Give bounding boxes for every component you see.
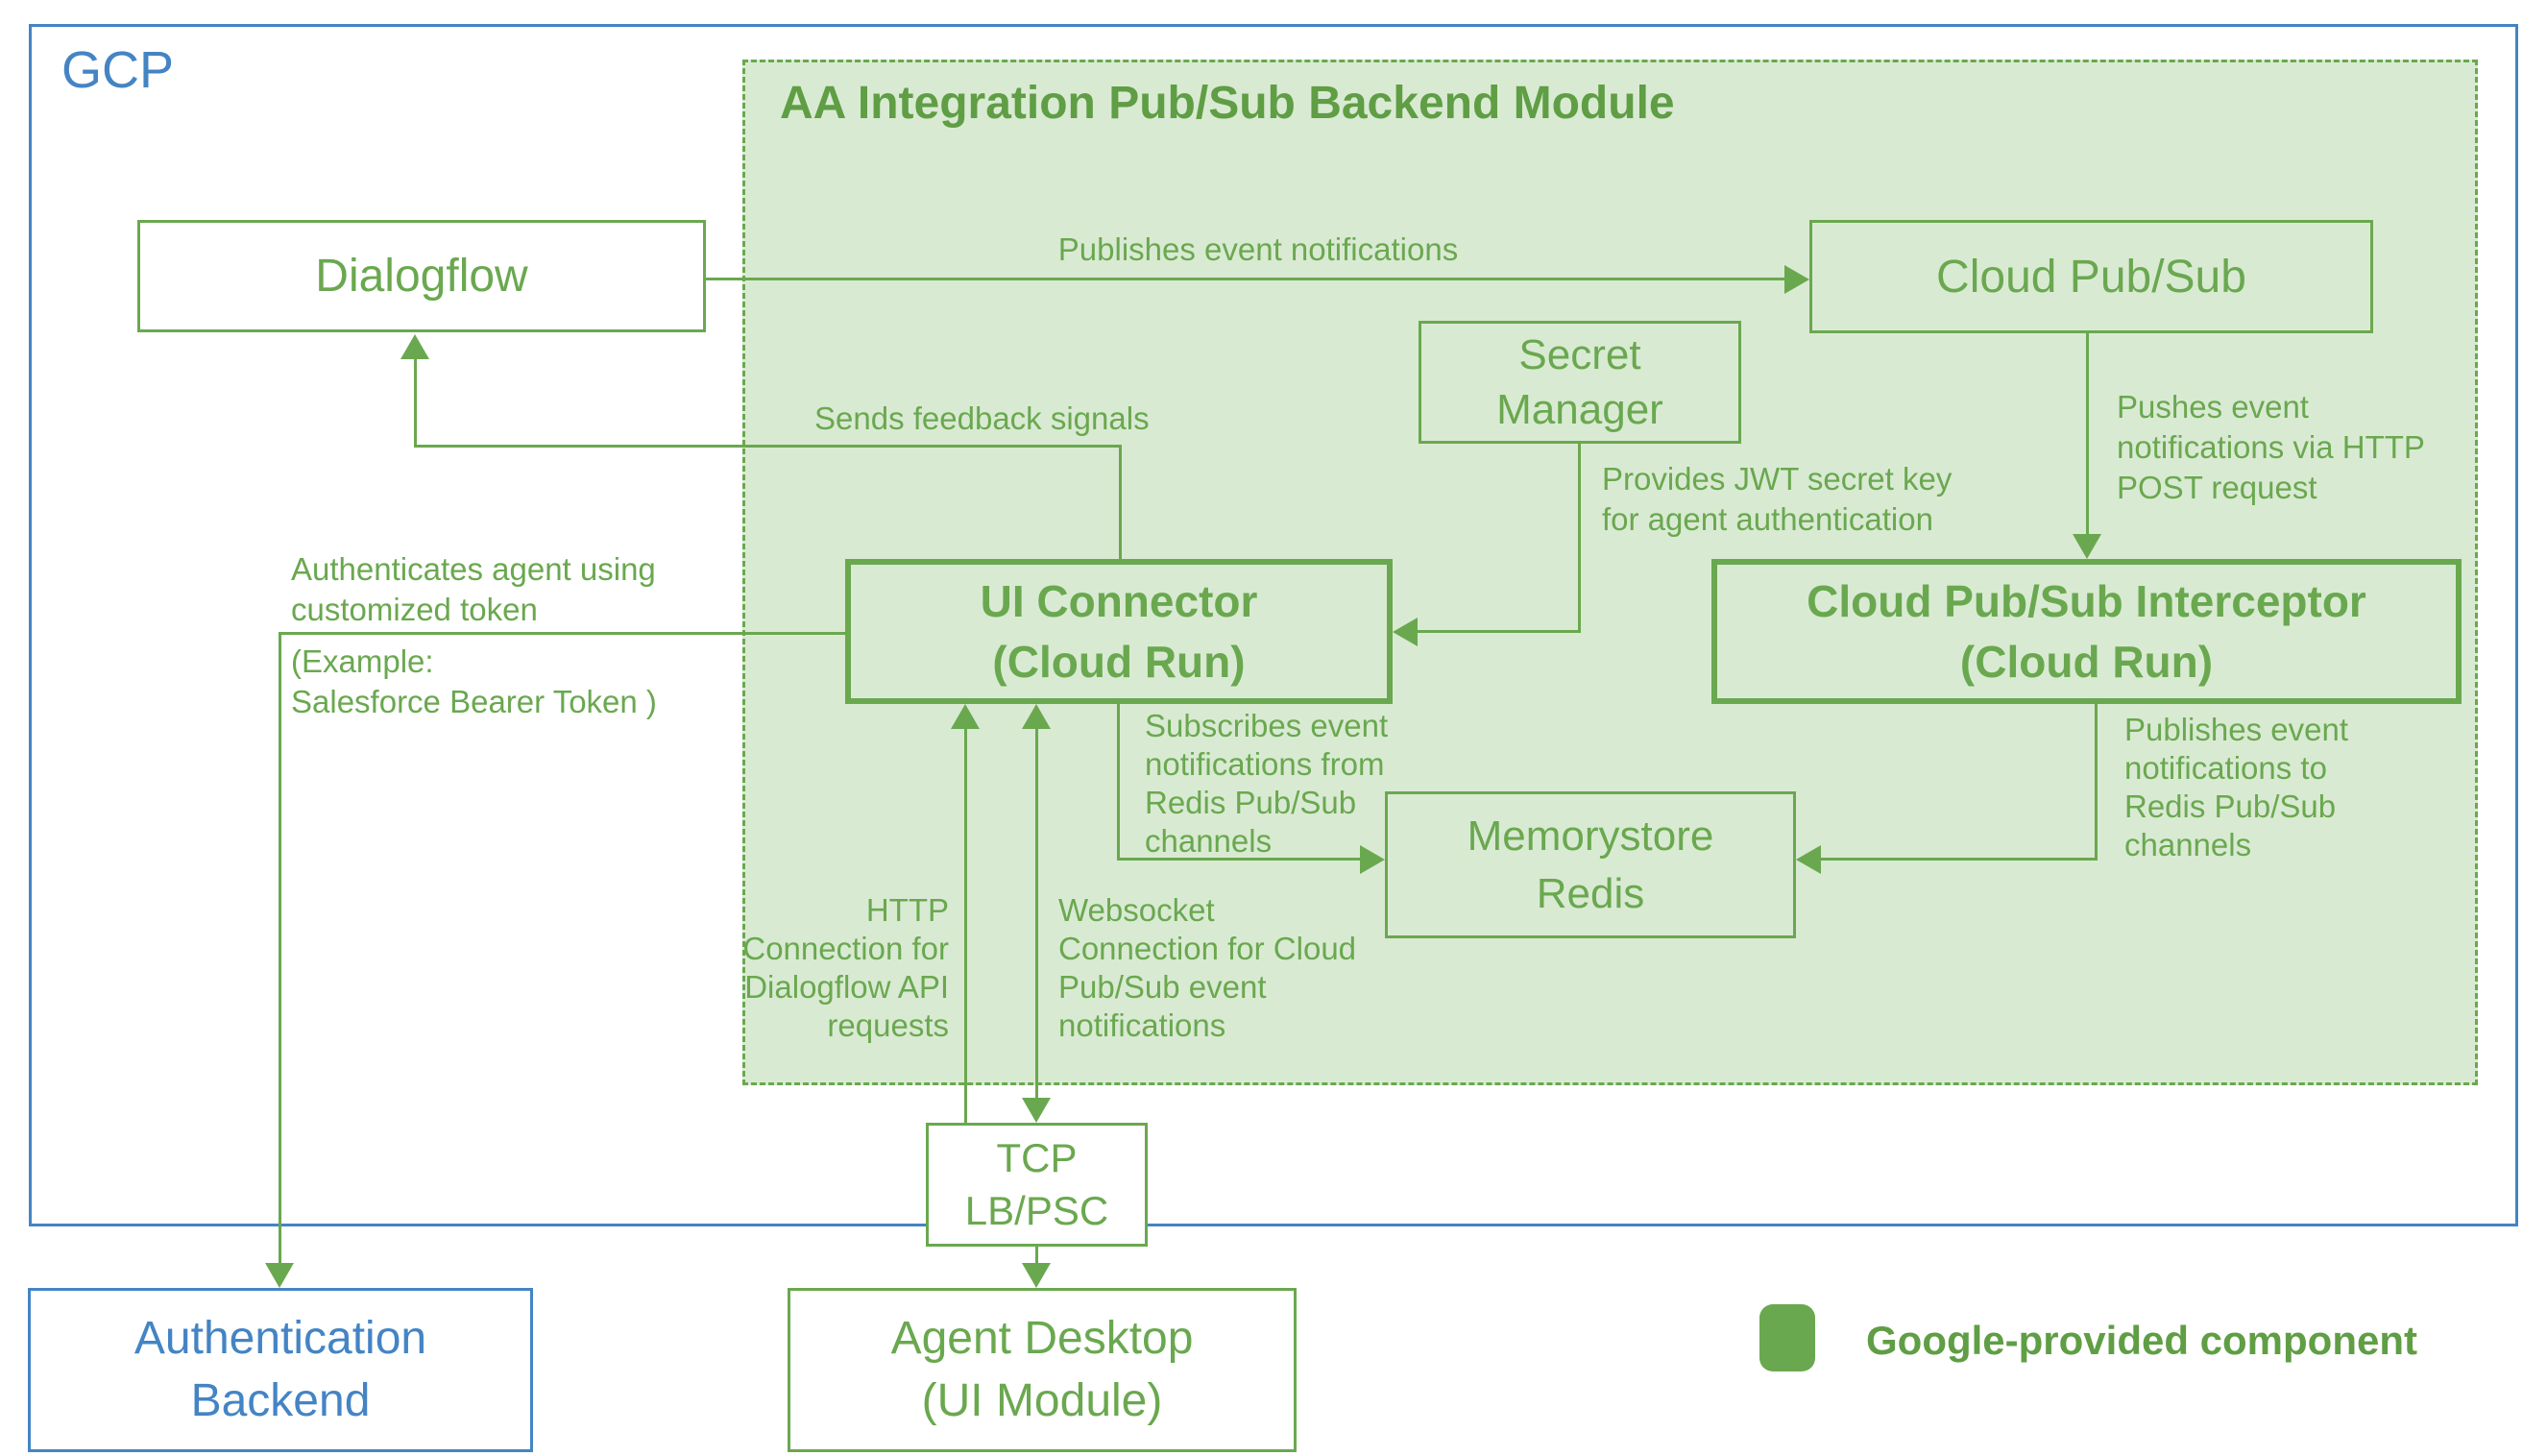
arrowhead-into-cloud-pubsub [1784, 265, 1809, 294]
edge-secret-vline [1578, 444, 1581, 632]
arrowhead-into-memorystore-left [1360, 845, 1385, 874]
edge-label-authenticates-bottom: (Example: Salesforce Bearer Token ) [291, 643, 657, 719]
node-memorystore-redis: Memorystore Redis [1385, 791, 1796, 938]
edge-label-provides-jwt: Provides JWT secret key for agent authen… [1602, 461, 1953, 537]
edge-label-publishes-redis: Publishes event notifications to Redis P… [2124, 712, 2348, 862]
node-dialogflow: Dialogflow [137, 220, 706, 332]
node-agent-desktop: Agent Desktop (UI Module) [788, 1288, 1297, 1452]
edge-publishes-line [706, 278, 1804, 280]
arrowhead-into-ui-connector-right [1393, 618, 1418, 646]
edge-label-feedback: Sends feedback signals [814, 400, 1150, 436]
edge-label-publishes: Publishes event notifications [1057, 231, 1459, 267]
pubsub-backend-module-region [742, 60, 2478, 1085]
node-secret-manager: Secret Manager [1419, 321, 1741, 444]
edge-publishes-redis-vline [2095, 704, 2098, 861]
arrowhead-websocket-down [1022, 1098, 1051, 1123]
edge-label-websocket: Websocket Connection for Cloud Pub/Sub e… [1058, 892, 1357, 1043]
gcp-label: GCP [61, 41, 175, 99]
edge-publishes-redis-hline [1821, 858, 2098, 861]
edge-feedback-hline [414, 445, 1122, 448]
edge-websocket-vline [1035, 729, 1038, 1098]
node-ui-connector: UI Connector (Cloud Run) [845, 559, 1393, 704]
node-tcp-lb-psc: TCP LB/PSC [926, 1123, 1148, 1247]
module-title: AA Integration Pub/Sub Backend Module [780, 78, 1675, 129]
gcp-boundary [29, 24, 2518, 1226]
arrowhead-into-auth-backend [265, 1263, 294, 1288]
arrowhead-into-memorystore-right [1796, 845, 1821, 874]
legend-google-component-label: Google-provided component [1866, 1318, 2417, 1363]
arrowhead-websocket-up [1022, 704, 1051, 729]
edge-secret-hline [1418, 630, 1581, 633]
arrowhead-http-into-ui-connector [951, 704, 980, 729]
arrowhead-into-interceptor [2073, 534, 2101, 559]
node-cloud-pubsub-interceptor: Cloud Pub/Sub Interceptor (Cloud Run) [1711, 559, 2462, 704]
edge-label-http: HTTP Connection for Dialogflow API reque… [742, 892, 949, 1043]
edge-auth-vline [279, 632, 281, 1265]
arrowhead-into-dialogflow [400, 334, 429, 359]
legend-google-component-swatch [1759, 1304, 1815, 1371]
arrowhead-into-agent-desktop [1022, 1263, 1051, 1288]
edge-feedback-drop [1119, 445, 1122, 559]
node-authentication-backend: Authentication Backend [28, 1288, 533, 1452]
edge-label-subscribes: Subscribes event notifications from Redi… [1145, 708, 1389, 859]
edge-tcp-agent-vline [1035, 1247, 1038, 1265]
edge-feedback-vline [414, 357, 417, 447]
node-cloud-pubsub: Cloud Pub/Sub [1809, 220, 2373, 333]
edge-http-vline [964, 729, 967, 1123]
edge-label-authenticates-top: Authenticates agent using customized tok… [291, 551, 656, 627]
edge-auth-hline [279, 632, 845, 635]
edge-label-pushes: Pushes event notifications via HTTP POST… [2117, 389, 2425, 505]
edge-subscribes-vline [1117, 704, 1120, 861]
edge-subscribes-hline [1117, 858, 1360, 861]
edge-pushes-vline [2086, 333, 2089, 536]
